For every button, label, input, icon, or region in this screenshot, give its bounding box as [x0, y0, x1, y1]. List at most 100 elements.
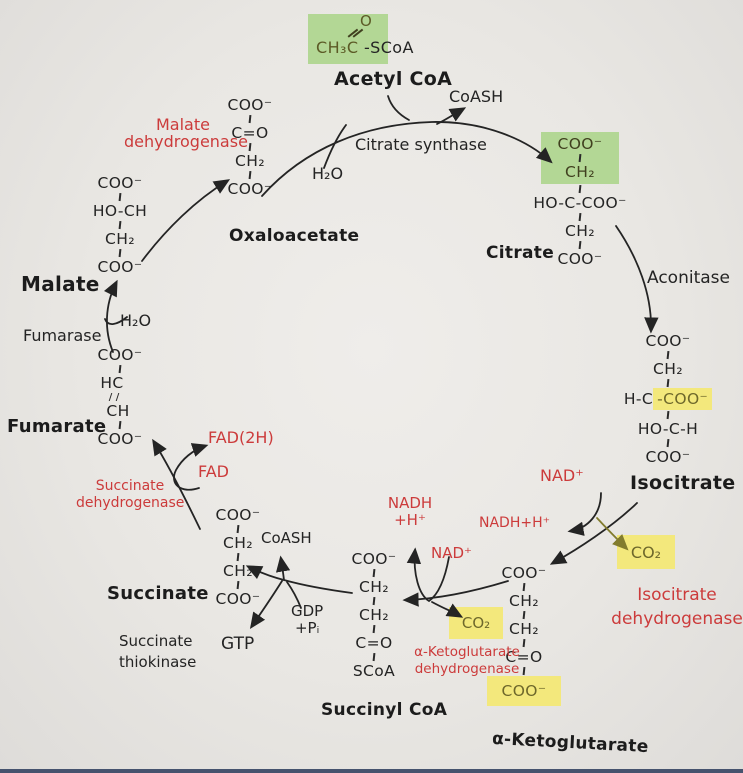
formula-line: COO⁻ [97, 430, 143, 448]
enzyme-line: dehydrogenase [611, 609, 743, 629]
formula-line: C=O [355, 634, 393, 652]
citrate-structure: COO⁻ CH₂ HO-C-COO⁻ CH₂ COO⁻ [495, 132, 665, 268]
co2-label: CO₂ [630, 542, 662, 562]
bond [248, 170, 252, 180]
formula-line: COO⁻ [227, 96, 273, 114]
nad-right-label: NAD⁺ [540, 466, 584, 485]
bond [118, 220, 122, 230]
bond [666, 378, 670, 388]
citrate-highlight: COO⁻ CH₂ [541, 132, 619, 184]
succinate-dehydrogenase-label: Succinate dehydrogenase [76, 478, 184, 512]
formula-line: CH₂ [235, 152, 265, 170]
acetyl-coa-structure: O CH₃C -SCoA [308, 12, 468, 70]
formula-line: COO⁻ [557, 250, 603, 268]
bond [236, 580, 240, 590]
acetyl-oxygen: O [360, 12, 372, 30]
formula-line: COO⁻ [215, 506, 261, 524]
formula-line: COO⁻ [351, 550, 397, 568]
cofactor-line: +Pᵢ [294, 619, 320, 637]
formula-line: CH₂ [565, 163, 595, 181]
bond [372, 568, 376, 578]
akg-dehydrogenase-label: α-Ketoglutarate dehydrogenase [411, 644, 523, 678]
malate-structure: COO⁻ HO-CH CH₂ COO⁻ [58, 174, 182, 276]
arrow-fumarate-to-malate [103, 279, 118, 353]
bond [118, 364, 122, 374]
formula-line: COO⁻ [97, 174, 143, 192]
enzyme-line: dehydrogenase [76, 495, 185, 511]
bond [578, 153, 582, 163]
cofactor-line: GDP [291, 602, 324, 620]
formula-line: COO⁻ [215, 590, 261, 608]
bond [666, 350, 670, 360]
malate-dehydrogenase-label: Malate dehydrogenase [124, 115, 248, 151]
bond [578, 184, 582, 194]
enzyme-line: Isocitrate [637, 585, 717, 605]
bond [372, 652, 376, 662]
acetyl-coa-highlight [308, 14, 388, 64]
citrate-label: Citrate [486, 243, 555, 263]
formula-line: COO⁻ [227, 180, 273, 198]
formula-line: CH₂ [509, 620, 539, 638]
gtp-label: GTP [221, 634, 255, 654]
malate-label: Malate [21, 272, 100, 296]
line-acetylcoa-join [387, 95, 410, 121]
enzyme-line: dehydrogenase [124, 132, 248, 151]
formula-line: CH₂ [565, 222, 595, 240]
nadh-right-label: NADH+H⁺ [479, 515, 551, 531]
enzyme-line: dehydrogenase [414, 661, 520, 677]
oxaloacetate-structure: COO⁻ C=O CH₂ COO⁻ [205, 96, 295, 198]
bond [372, 624, 376, 634]
coash-out-top-label: CoASH [449, 87, 504, 106]
water-in-top-label: H₂O [312, 164, 344, 183]
enzyme-line: α-Ketoglutarate [414, 644, 520, 660]
fumarate-structure: COO⁻ HC CH COO⁻ [80, 346, 160, 448]
formula-line: COO⁻ [97, 258, 143, 276]
line-water-in-top [323, 124, 347, 169]
formula-line: COO⁻ [645, 448, 691, 466]
bond [522, 610, 526, 620]
formula-line: H-C [623, 390, 654, 408]
formula-line: CH₂ [509, 592, 539, 610]
fumarate-label: Fumarate [7, 416, 107, 437]
arrow-coash-out-bottom [275, 555, 291, 581]
bond [578, 240, 582, 250]
bond [236, 524, 240, 534]
bond [248, 114, 252, 124]
formula-line: CH [106, 402, 130, 420]
formula-line: SCoA [352, 662, 396, 680]
enzyme-line: Succinate [95, 478, 165, 494]
succinate-structure: COO⁻ CH₂ CH₂ COO⁻ [198, 506, 278, 608]
bond [236, 552, 240, 562]
fad2h-label: FAD(2H) [208, 428, 274, 447]
isocitrate-highlight: -COO⁻ [653, 388, 713, 410]
enzyme-line: thiokinase [119, 653, 197, 671]
citrate-synthase-label: Citrate synthase [355, 135, 487, 154]
succinyl-coa-structure: COO⁻ CH₂ CH₂ C=O SCoA [334, 550, 414, 680]
succinate-label: Succinate [107, 583, 209, 604]
enzyme-line: Malate [156, 115, 210, 134]
formula-line: CH₂ [223, 562, 253, 580]
bond [118, 420, 122, 430]
formula-line: COO⁻ [97, 346, 143, 364]
formula-line: HO-C-COO⁻ [533, 194, 627, 212]
formula-line: CH₂ [653, 360, 683, 378]
coash-out-bottom-label: CoASH [261, 529, 312, 547]
bond [522, 638, 526, 648]
acetyl-group: CH₃C [316, 38, 359, 57]
aconitase-label: Aconitase [647, 268, 730, 288]
isocitrate-structure: COO⁻ CH₂ H-C -COO⁻ HO-C-H COO⁻ [598, 332, 738, 466]
bond [118, 248, 122, 258]
nad-left-label: NAD⁺ [431, 544, 472, 562]
arrow-nad-to-nadh-right [567, 492, 602, 536]
formula-line: CH₂ [359, 606, 389, 624]
arrow-coash-out-top [436, 107, 467, 125]
double-bond [108, 393, 120, 401]
bond [248, 142, 252, 152]
formula-line: C=O [505, 648, 543, 666]
formula-line: C=O [231, 124, 269, 142]
alpha-ketoglutarate-label: α-Ketoglutarate [491, 728, 650, 758]
bond [666, 410, 670, 420]
formula-line: HO-C-H [637, 420, 699, 438]
succinyl-coa-label: Succinyl CoA [321, 700, 448, 720]
